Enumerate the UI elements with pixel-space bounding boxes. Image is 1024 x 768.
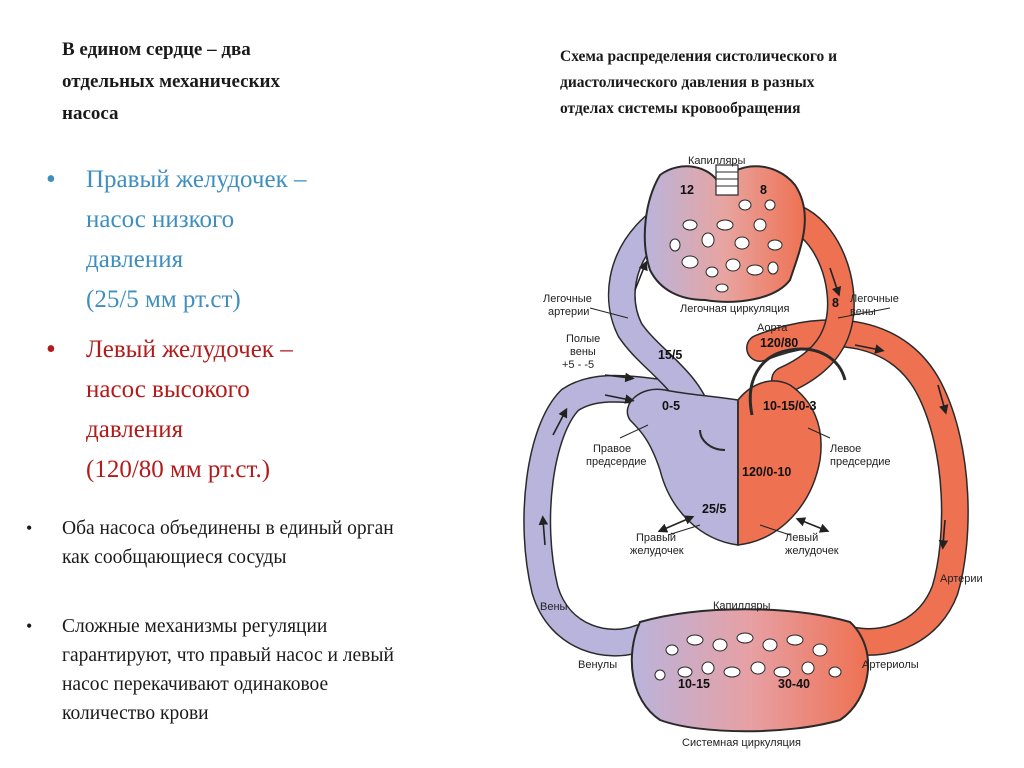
bullet-line: Оба насоса объединены в единый орган	[62, 518, 394, 539]
leader-lines	[589, 307, 891, 536]
value-pulm-artery: 15/5	[658, 348, 682, 362]
diagram-title-line: отделах системы кровообращения	[560, 100, 801, 117]
label-aorta: Аорта	[757, 322, 788, 334]
bullet-dot: •	[46, 164, 56, 195]
value-right-ventricle: 25/5	[702, 502, 726, 516]
slide-title: В едином сердце – два отдельных механиче…	[62, 34, 422, 130]
label-pulmonary-veins: Легочные	[850, 293, 899, 305]
flow-arrows	[538, 260, 949, 550]
bullet-line: Правый желудочек –	[86, 166, 307, 193]
label-arterioles: Артериолы	[862, 659, 919, 671]
value-pulm-cap-right: 8	[760, 183, 767, 197]
bullet-right-ventricle: • Правый желудочек – насос низкого давле…	[42, 160, 442, 320]
bullet-left-ventricle: • Левый желудочек – насос высокого давле…	[42, 330, 442, 490]
title-line: В едином сердце – два	[62, 39, 251, 60]
aortic-arch	[748, 347, 847, 416]
systemic-artery-loop-fill	[747, 320, 968, 655]
label-right-atrium: Правое	[593, 443, 631, 455]
label-capillaries-bottom: Капилляры	[713, 600, 771, 612]
label-vena-cava: Полые	[566, 333, 600, 345]
bullet-line: насос перекачивают одинаковое	[62, 674, 329, 695]
systemic-capillary-holes	[654, 632, 842, 681]
value-aorta: 120/80	[760, 336, 798, 350]
label-venules: Венулы	[578, 659, 617, 671]
trachea-icon	[715, 164, 739, 196]
diagram-title: Схема распределения систолического и диа…	[560, 44, 1000, 122]
diagram-title-line: Схема распределения систолического и	[560, 48, 838, 65]
label-capillaries-top: Капилляры	[688, 155, 746, 167]
bullet-line: гарантируют, что правый насос и левый	[62, 645, 394, 666]
bullet-dot: •	[26, 518, 33, 538]
pulmonary-capillary-holes	[669, 199, 783, 293]
value-right-atrium: 0-5	[662, 399, 680, 413]
bullet-line: Сложные механизмы регуляции	[62, 616, 328, 637]
bullet-line: как сообщающиеся сосуды	[62, 547, 287, 568]
label-pulmonary-arteries: Легочные	[543, 293, 592, 305]
label-vena-cava-pressure: +5 - -5	[562, 359, 594, 371]
label-left-atrium: Левое	[830, 443, 861, 455]
label-right-ventricle: желудочек	[630, 545, 684, 557]
bullet-line: давления	[86, 416, 184, 443]
label-arteries: Артерии	[940, 573, 983, 585]
label-pulmonary-circulation: Легочная циркуляция	[680, 303, 789, 315]
title-line: насоса	[62, 103, 119, 124]
bullet-line: насос низкого	[86, 206, 235, 233]
value-venules: 10-15	[678, 677, 710, 691]
label-left-ventricle: Левый	[785, 532, 818, 544]
bullet-line: (120/80 мм рт.ст.)	[86, 456, 271, 483]
label-systemic-circulation: Системная циркуляция	[682, 737, 801, 749]
title-line: отдельных механических	[62, 71, 280, 92]
value-pulm-vein: 8	[832, 296, 839, 310]
bullet-line: (25/5 мм рт.ст)	[86, 286, 241, 313]
value-left-ventricle: 120/0-10	[742, 465, 791, 479]
bullet-dot: •	[46, 334, 56, 365]
label-right-atrium: предсердие	[586, 456, 647, 468]
label-pulmonary-veins: вены	[850, 306, 876, 318]
bullet-regulation: • Сложные механизмы регуляции гарантирую…	[22, 612, 512, 728]
diagram-title-line: диастолического давления в разных	[560, 74, 815, 91]
label-left-ventricle: желудочек	[785, 545, 839, 557]
main-bullet-list: • Правый желудочек – насос низкого давле…	[42, 160, 442, 500]
secondary-bullet-list: • Оба насоса объединены в единый орган к…	[22, 514, 512, 768]
bullet-dot: •	[26, 616, 33, 636]
bullet-line: насос высокого	[86, 376, 250, 403]
label-left-atrium: предсердие	[830, 456, 891, 468]
bullet-communicating-vessels: • Оба насоса объединены в единый орган к…	[22, 514, 512, 572]
value-left-atrium: 10-15/0-3	[763, 399, 817, 413]
trachea-rings	[716, 171, 738, 187]
label-pulmonary-arteries: артерии	[548, 306, 589, 318]
systemic-vein-loop-fill	[524, 376, 698, 656]
label-veins: Вены	[540, 601, 568, 613]
bullet-line: Левый желудочек –	[86, 336, 293, 363]
bullet-line: давления	[86, 246, 184, 273]
value-pulm-cap-left: 12	[680, 183, 694, 197]
heart-left-side	[737, 380, 822, 546]
heart-inner-line	[699, 429, 726, 451]
bullet-line: количество крови	[62, 703, 209, 724]
label-right-ventricle: Правый	[636, 532, 676, 544]
value-arterioles: 30-40	[778, 677, 810, 691]
label-vena-cava: вены	[570, 346, 596, 358]
